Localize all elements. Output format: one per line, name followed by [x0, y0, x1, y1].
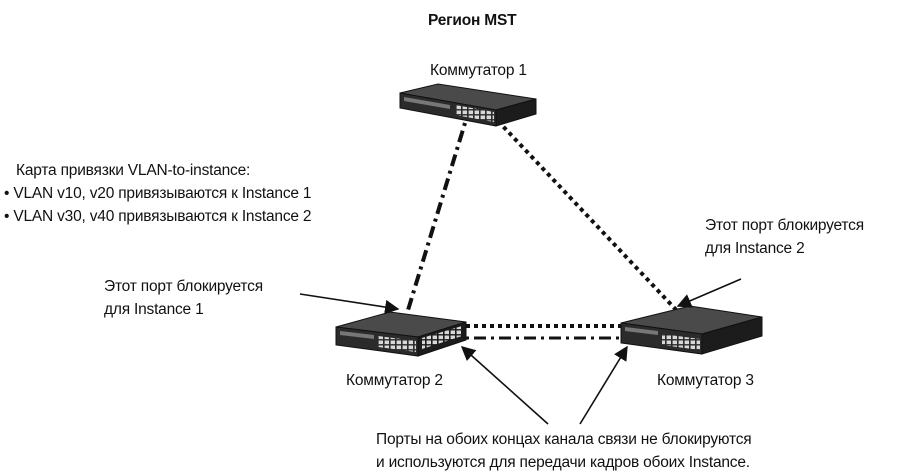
switch-1-icon — [399, 83, 537, 127]
annotation-line: Порты на обоих концах канала связи не бл… — [376, 431, 752, 448]
switch-3-icon — [620, 305, 763, 355]
vlan-map-item: • VLAN v10, v20 привязываются к Instance… — [4, 185, 312, 202]
annotation-line: Этот порт блокируется — [104, 278, 263, 295]
switch-2-label: Коммутатор 2 — [346, 372, 443, 389]
arrow-blocked-instance2 — [676, 278, 742, 308]
switch-1-label: Коммутатор 1 — [430, 62, 527, 79]
arrow-unblocked-switch3 — [579, 345, 628, 425]
region-title: Регион MST — [428, 12, 517, 29]
link-switch1-switch2-instance1 — [403, 122, 467, 321]
annotation-line: для Instance 1 — [104, 301, 204, 318]
vlan-map-heading: Карта привязки VLAN-to-instance: — [16, 162, 251, 179]
switch-3-label: Коммутатор 3 — [657, 372, 754, 389]
annotation-line: для Instance 2 — [705, 240, 805, 257]
switch-2-icon — [335, 311, 467, 357]
arrow-unblocked-switch2 — [460, 346, 549, 425]
link-switch1-switch3-instance2 — [496, 119, 682, 316]
annotation-line: Этот порт блокируется — [705, 217, 864, 234]
annotation-line: и используются для передачи кадров обоих… — [376, 454, 750, 471]
arrow-blocked-instance1 — [299, 293, 400, 315]
vlan-map-item: • VLAN v30, v40 привязываются к Instance… — [4, 208, 312, 225]
